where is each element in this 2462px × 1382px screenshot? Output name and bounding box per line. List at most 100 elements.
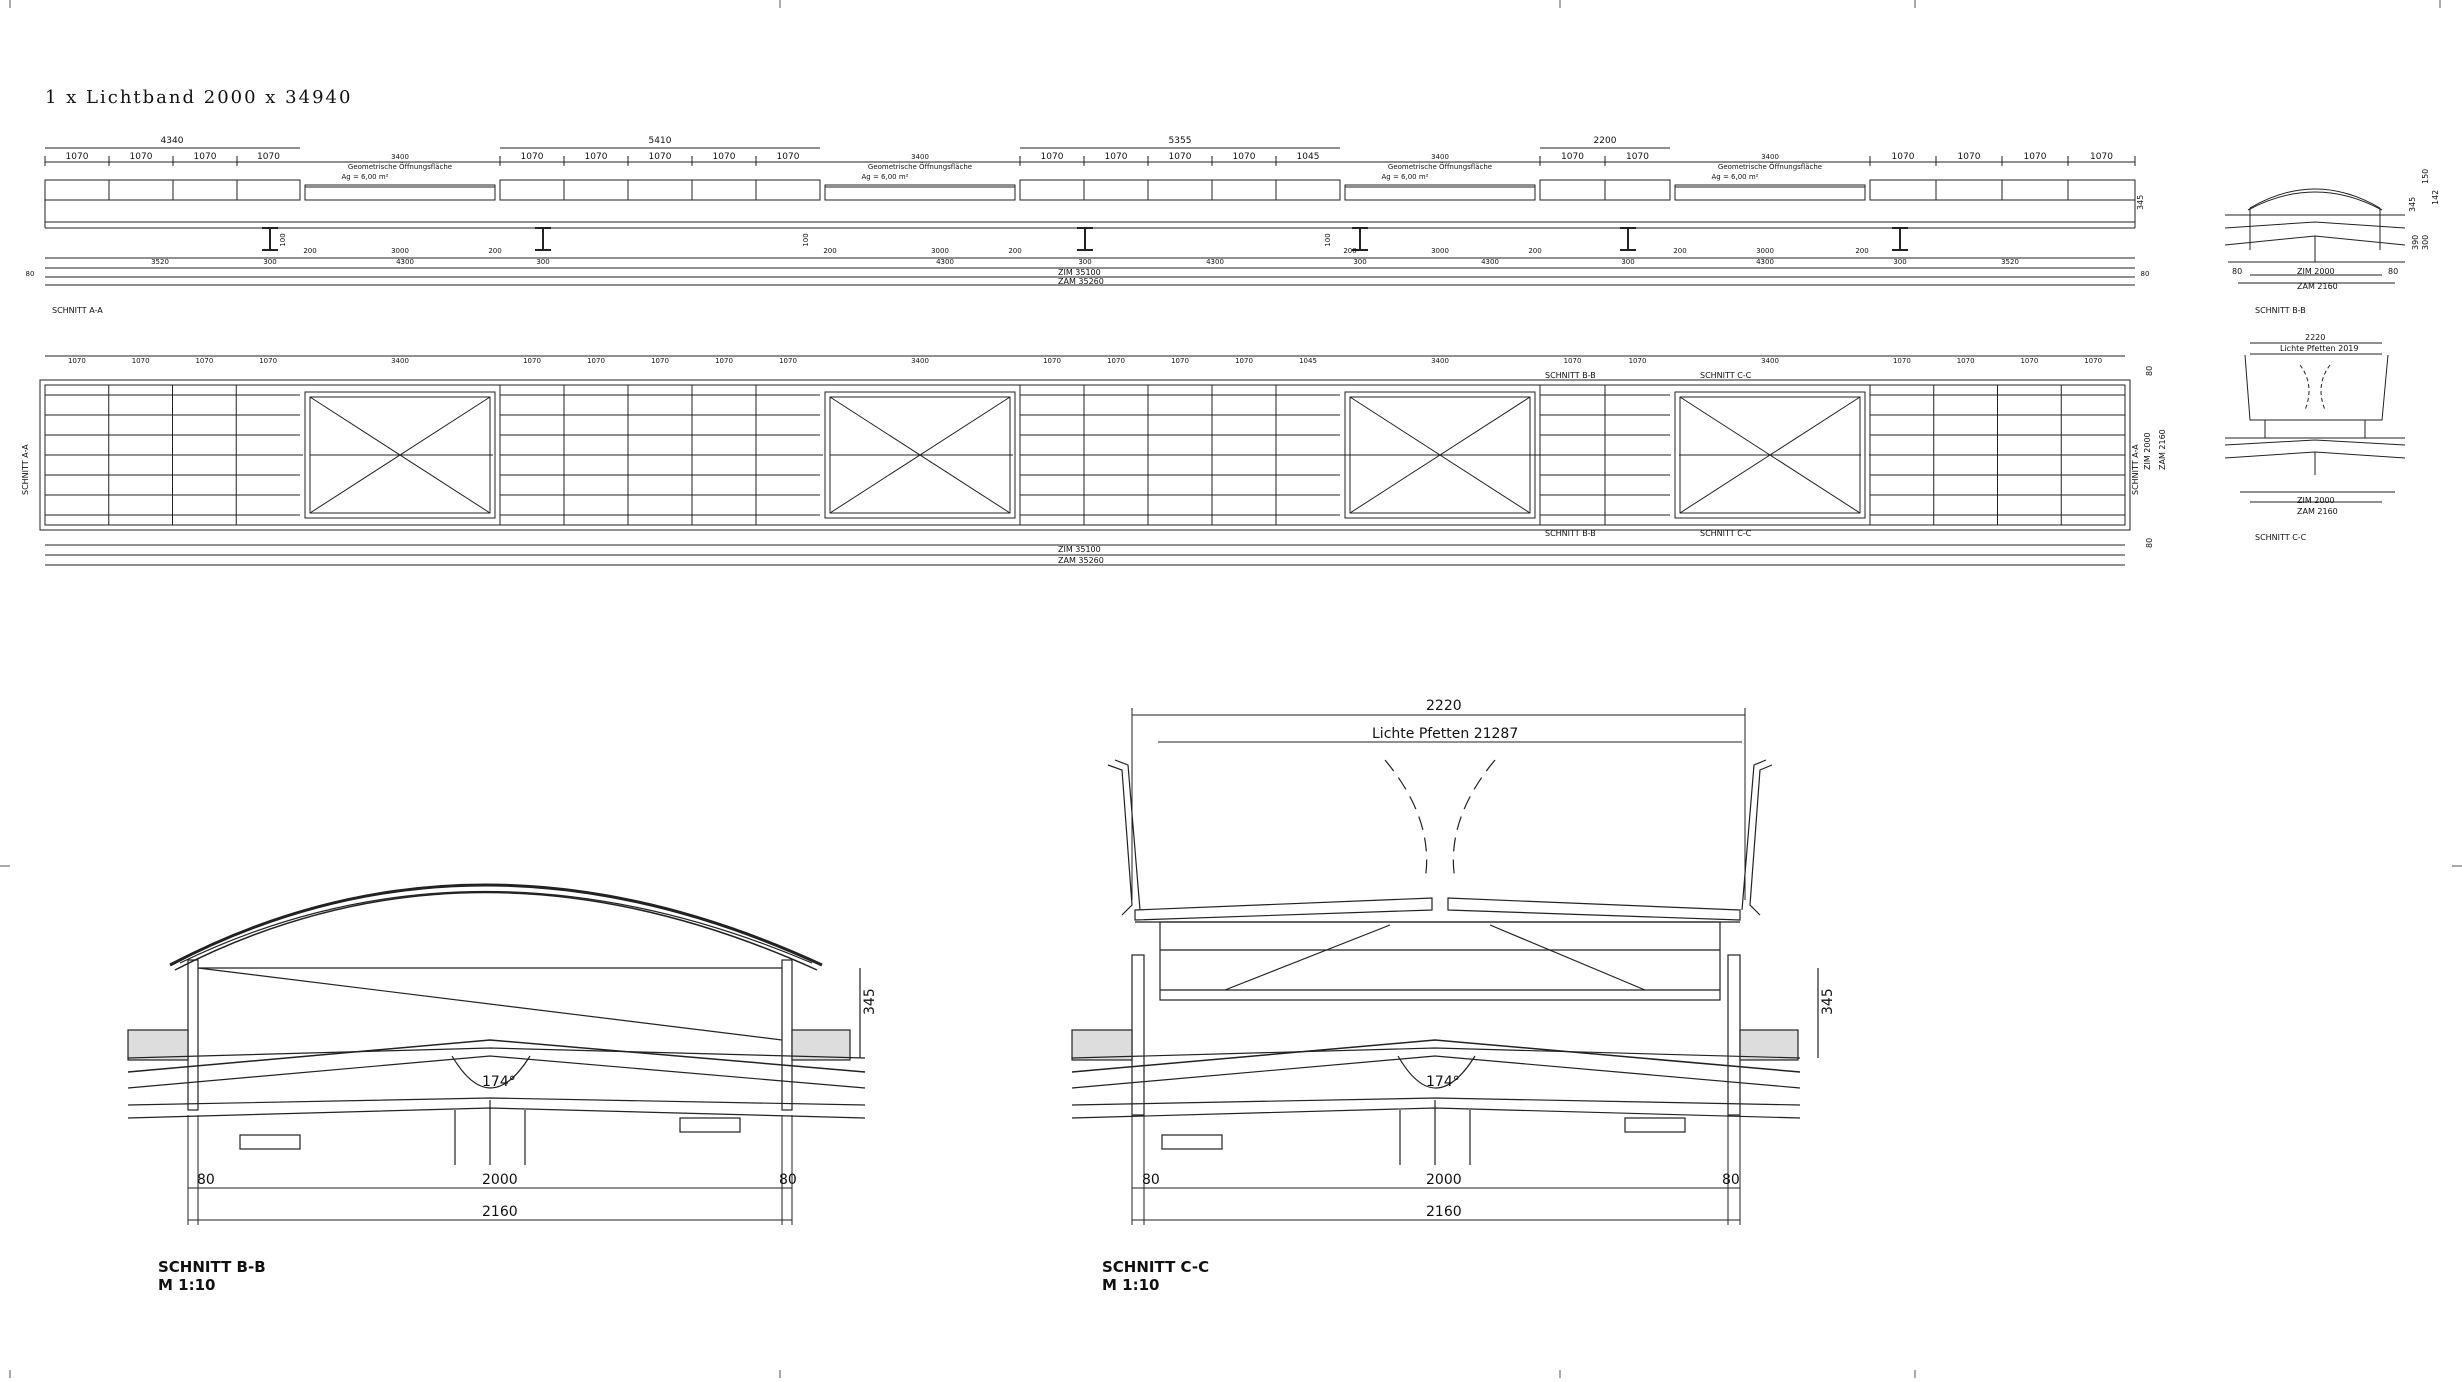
plan-module-width: 1070 (1957, 357, 1975, 365)
section-cc-outer: 2160 (1426, 1204, 1462, 1220)
group-total-dim: 5355 (1169, 136, 1192, 146)
module-width-dim: 1070 (1233, 152, 1256, 162)
plan-view-labels: 1070 1070 1070 1070 3400 1070 1070 1070 1070 1070… (44, 357, 2125, 525)
top-zim: ZIM 35100 (1058, 268, 1101, 277)
section-bb-dimensions (187, 1115, 793, 1225)
plan-module-width: 1070 (1629, 357, 1647, 365)
vent-frame-2 (824, 184, 1016, 201)
group-total-dim: 2200 (1594, 136, 1617, 146)
plan-marker-cc-top: SCHNITT C-C (1700, 371, 1752, 380)
plan-module-width: 1045 (1299, 357, 1317, 365)
section-cc-top-width: 2220 (1426, 698, 1462, 714)
plan-module-width: 1070 (2084, 357, 2102, 365)
seg-outer-left: 80 (26, 270, 35, 278)
vent-area-value: Ag = 6,00 m² (342, 173, 389, 181)
section-bb-height: 345 (862, 988, 878, 1015)
vent-area-value: Ag = 6,00 m² (1712, 173, 1759, 181)
module-width-dim: 1070 (194, 152, 217, 162)
section-cc-lichte: Lichte Pfetten 21287 (1372, 726, 1518, 742)
section-bb-edge-right: 80 (779, 1172, 797, 1188)
mini-cc-zam: ZAM 2160 (2297, 507, 2338, 516)
vent-area-label: Geometrische Öffnungsfläche (348, 162, 452, 171)
module-width-dim: 1070 (1958, 152, 1981, 162)
vent-area-label: Geometrische Öffnungsfläche (1388, 162, 1492, 171)
plan-vent-frame (1344, 391, 1536, 519)
section-bb-angle: 174° (482, 1074, 516, 1090)
section-bb (127, 883, 866, 1165)
plan-marker-aa-right: SCHNITT A-A (2131, 444, 2140, 495)
vent-width-dim: 3400 (391, 153, 409, 161)
plan-vent-width: 3400 (1431, 357, 1449, 365)
plan-module-width: 1070 (1171, 357, 1189, 365)
seg-beam: 300 (536, 258, 549, 266)
seg-gap: 200 (823, 247, 836, 255)
mini-bb-zam: ZAM 2160 (2297, 282, 2338, 291)
plan-module-width: 1070 (259, 357, 277, 365)
seg-small: 100 (1324, 233, 1332, 246)
module-width-dim: 1070 (2024, 152, 2047, 162)
module-width-dim: 1070 (585, 152, 608, 162)
section-cc-angle: 174° (1426, 1074, 1460, 1090)
seg-outer-right: 80 (2141, 270, 2150, 278)
seg-span-b: 3000 (1756, 247, 1774, 255)
seg-small: 100 (802, 233, 810, 246)
module-width-dim: 1070 (257, 152, 280, 162)
plan-zim: ZIM 35100 (1058, 545, 1101, 554)
section-cc-title: SCHNITT C-C (1102, 1258, 1209, 1276)
section-titles: SCHNITT B-B M 1:10 SCHNITT C-C M 1:10 34… (21, 169, 2440, 1294)
section-cc-edge-right: 80 (1722, 1172, 1740, 1188)
plan-module-width: 1070 (1564, 357, 1582, 365)
mini-cc-zim: ZIM 2000 (2297, 496, 2335, 505)
section-aa-label: SCHNITT A-A (52, 306, 103, 315)
plan-vent-frame (824, 391, 1016, 519)
seg-span-b: 3000 (931, 247, 949, 255)
section-cc-dimensions (1131, 708, 1746, 1225)
plan-marker-cc-bottom: SCHNITT C-C (1700, 529, 1752, 538)
plan-edge-top: 80 (2145, 366, 2154, 376)
mini-bb-zim: ZIM 2000 (2297, 267, 2335, 276)
module-width-dim: 1070 (1626, 152, 1649, 162)
mini-bb-edge-left: 80 (2232, 267, 2242, 276)
plan-module-width: 1070 (779, 357, 797, 365)
module-width-dim: 1070 (130, 152, 153, 162)
plan-marker-bb-top: SCHNITT B-B (1545, 371, 1596, 380)
vent-area-value: Ag = 6,00 m² (862, 173, 909, 181)
vent-area-label: Geometrische Öffnungsfläche (1718, 162, 1822, 171)
group-total-dim: 5410 (649, 136, 672, 146)
seg-small: 100 (279, 233, 287, 246)
plan-module-width: 1070 (587, 357, 605, 365)
vent-width-dim: 3400 (911, 153, 929, 161)
plan-vent-width: 3400 (391, 357, 409, 365)
module-width-dim: 1070 (2090, 152, 2113, 162)
module-width-dim: 1070 (1105, 152, 1128, 162)
mini-section-cc (2224, 342, 2406, 503)
plan-module-width: 1070 (1235, 357, 1253, 365)
mini-section-bb (2224, 188, 2406, 284)
plan-module-width: 1070 (1107, 357, 1125, 365)
mini-bb-h3: 150 (2421, 169, 2430, 184)
section-bb-scale: M 1:10 (158, 1276, 215, 1294)
section-bb-edge-left: 80 (197, 1172, 215, 1188)
plan-zam: ZAM 35260 (1058, 556, 1104, 565)
plan-edge-bottom: 80 (2145, 538, 2154, 548)
module-width-dim: 1070 (1892, 152, 1915, 162)
plan-module-width: 1070 (195, 357, 213, 365)
section-cc-inner: 2000 (1426, 1172, 1462, 1188)
mini-bb-edge-right: 80 (2388, 267, 2398, 276)
mini-bb-label: SCHNITT B-B (2255, 306, 2306, 315)
module-width-dim: 1070 (649, 152, 672, 162)
section-bb-inner: 2000 (482, 1172, 518, 1188)
plan-vent-frame (1674, 391, 1866, 519)
seg-span-b: 3000 (1431, 247, 1449, 255)
plan-marker-bb-bottom: SCHNITT B-B (1545, 529, 1596, 538)
seg-span-b: 3000 (391, 247, 409, 255)
module-width-dim: 1070 (1169, 152, 1192, 162)
mini-cc-label: SCHNITT C-C (2255, 533, 2307, 542)
module-block-3 (1019, 179, 1341, 201)
module-width-dim: 1070 (66, 152, 89, 162)
seg-span-a: 4300 (396, 258, 414, 266)
plan-module-width: 1070 (651, 357, 669, 365)
